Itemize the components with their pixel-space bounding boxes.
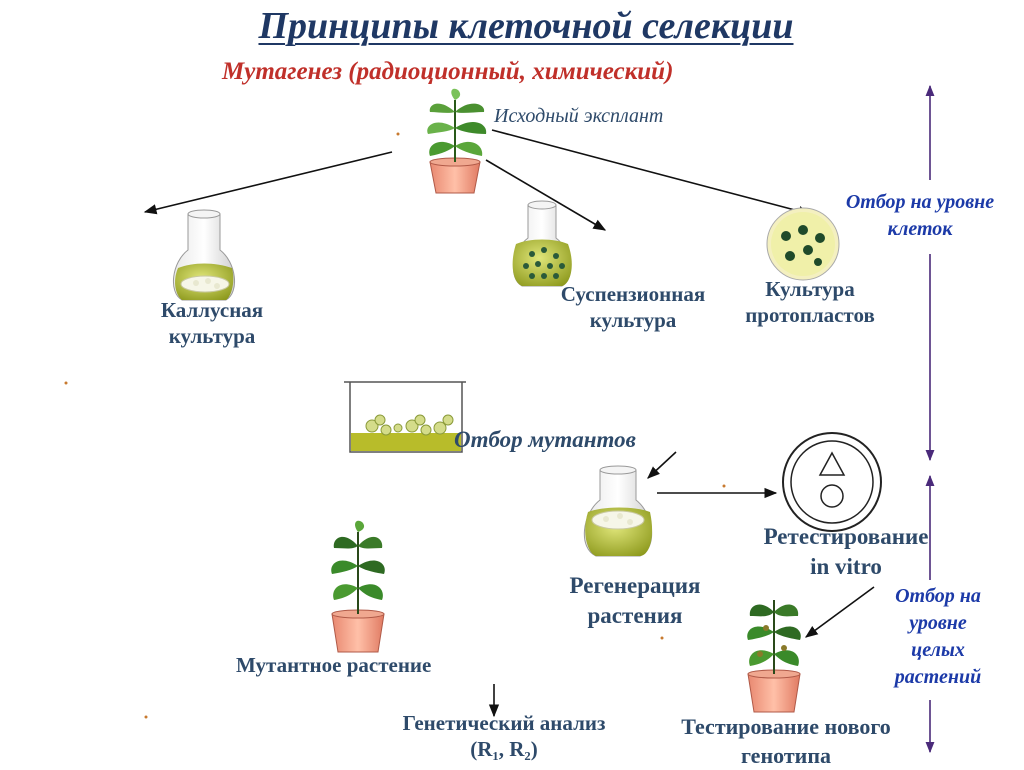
test-dish-icon: [782, 432, 882, 532]
petri-dish-icon: [766, 207, 840, 281]
potted-plant-icon: [331, 520, 385, 653]
flask-icon: [583, 465, 653, 557]
arrow-to-testing: [804, 586, 875, 638]
arrow-to-callus: [143, 151, 393, 215]
genetic-analysis-label: Генетический анализ(R₁, R₂): [402, 711, 606, 761]
mutagenesis-subtitle: Мутагенез (радиоционный, химический): [222, 58, 674, 85]
flask-icon: [172, 209, 236, 301]
potted-plant-icon: [427, 88, 487, 194]
flask-icon: [512, 200, 572, 287]
page-title: Принципы клеточной селекции: [258, 5, 794, 47]
potted-plant-icon: [747, 600, 801, 713]
arrow-to-regeneration: [647, 451, 677, 479]
arrow-to-protoplast: [491, 129, 812, 217]
source-explant-label: Исходный эксплант: [494, 105, 664, 127]
beaker-icon: [344, 381, 466, 453]
mutant-plant-label: Мутантное растение: [236, 653, 432, 677]
mutant-selection-label: Отбор мутантов: [454, 427, 636, 452]
arrow-to-suspension: [485, 159, 607, 231]
